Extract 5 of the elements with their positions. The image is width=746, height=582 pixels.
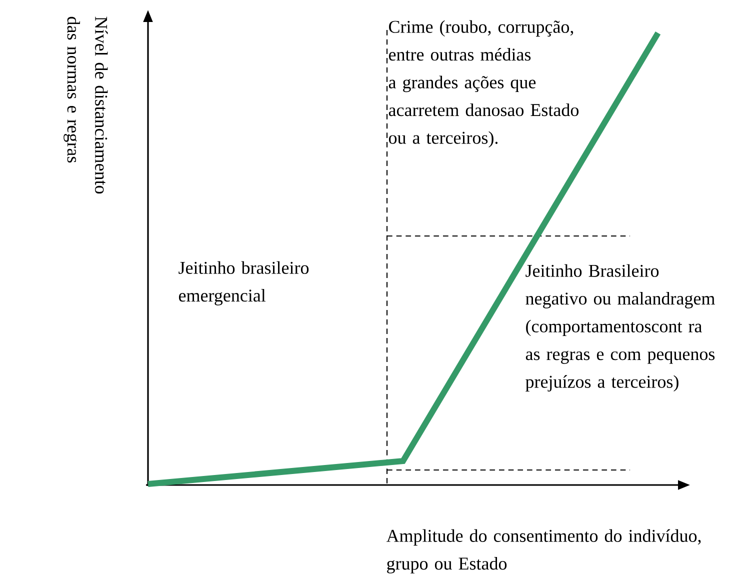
region-label: Crime (roubo, corrupção, entre outras médias a grandes ações que acarretem danosao Estado ou a terceiros). [388,20,579,148]
region-label: Jeitinho Brasileiro negativo ou malandragem (comportamentoscont ra as regras e com pequenos prejuízos a terceiros) [526,264,715,392]
axis-title: Amplitude do consentimento do indivíduo, grupo ou Estado [386,529,701,574]
axis-title: Nível de distanciamento das normas e regras [64,16,108,194]
region-label: Jeitinho brasileiro emergencial [178,261,309,306]
